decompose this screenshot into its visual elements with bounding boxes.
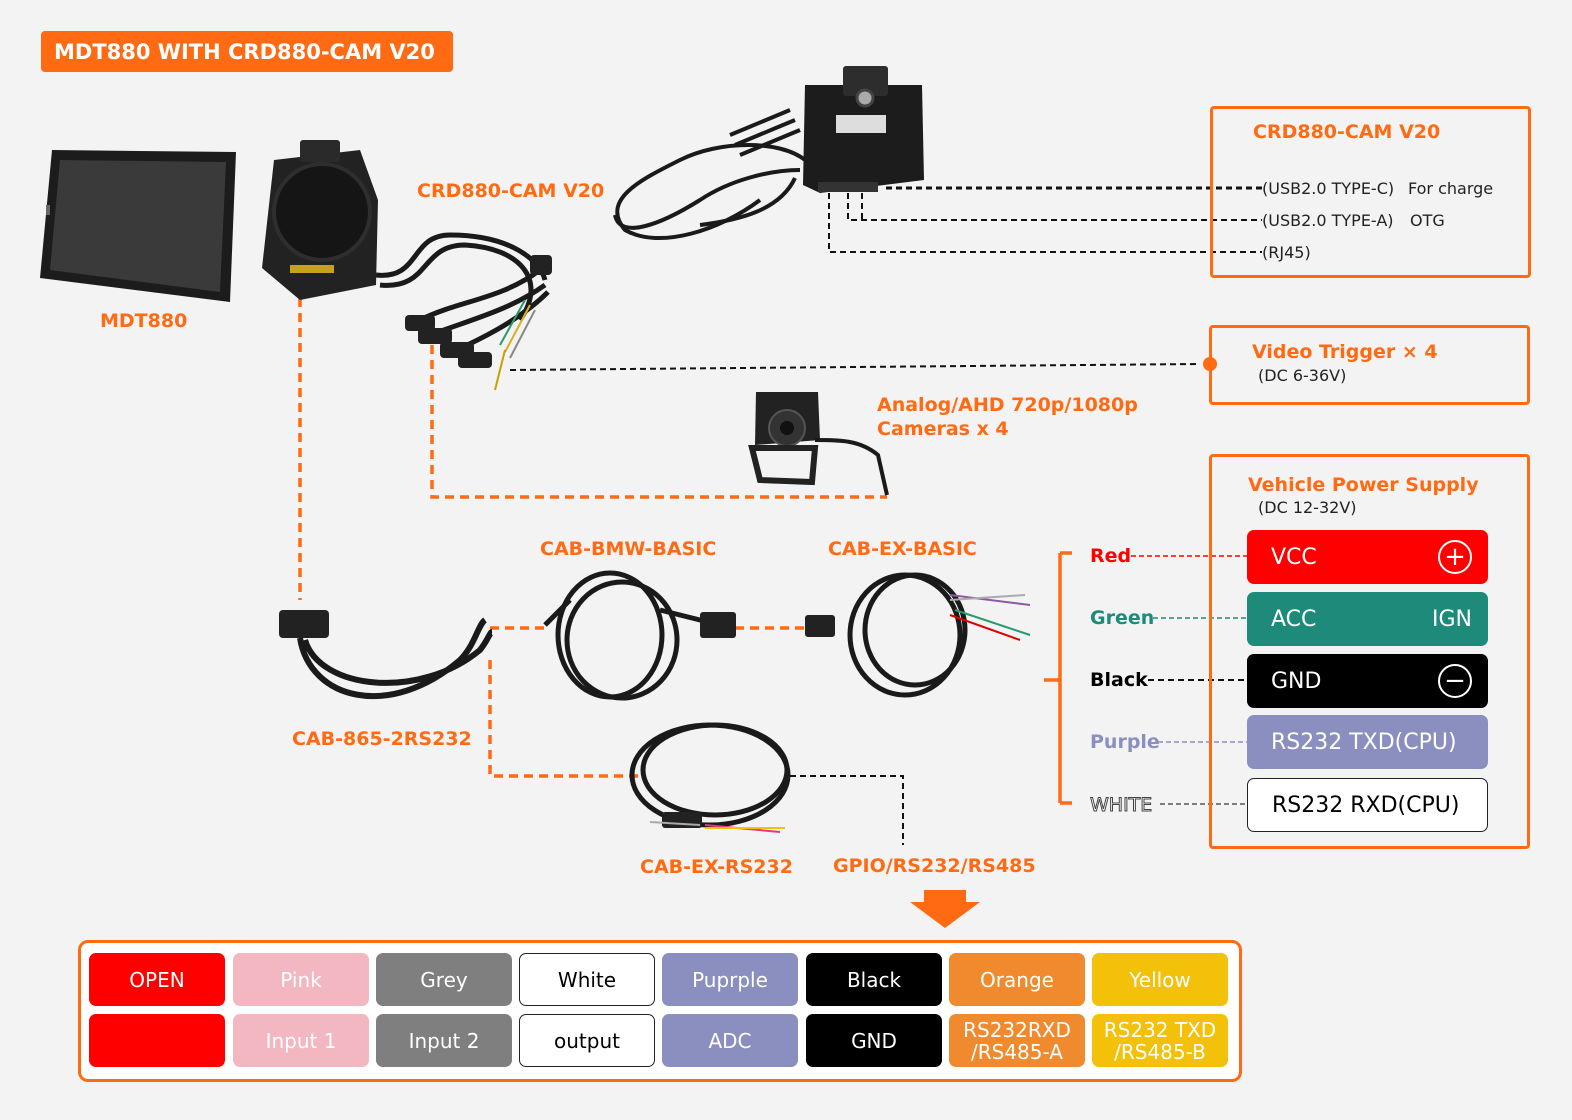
cab-ex-rs232-image <box>629 722 791 828</box>
crd-port-box <box>1210 106 1531 278</box>
cab-865-2rs232-label: CAB-865-2RS232 <box>292 728 472 750</box>
power-row-rs232-txd: RS232 TXD(CPU) <box>1247 715 1488 769</box>
legend-function-cell: Input 1 <box>233 1014 369 1067</box>
cradle-cable-image <box>375 232 550 358</box>
cab-bmw-basic-label: CAB-BMW-BASIC <box>540 538 717 560</box>
power-row-gnd: GND − <box>1247 654 1488 708</box>
gpio-line <box>790 775 904 845</box>
rs232-txd-label: RS232 TXD(CPU) <box>1271 729 1457 755</box>
gnd-label: GND <box>1271 668 1322 694</box>
cab-ex-basic-image <box>805 572 968 698</box>
legend-function-cell: RS232RXD /RS485-A <box>949 1014 1085 1067</box>
video-trigger-range: (DC 6-36V) <box>1258 366 1347 385</box>
ign-label: IGN <box>1432 606 1472 632</box>
cab-bmw-image <box>543 570 736 701</box>
port-rj45-name: (RJ45) <box>1262 243 1311 262</box>
legend-color-cell: Puprple <box>662 953 798 1006</box>
wire-label-black: Black <box>1090 669 1148 691</box>
gpio-label: GPIO/RS232/RS485 <box>833 855 1036 877</box>
minus-icon: − <box>1438 664 1472 698</box>
port-usb-a-purpose: OTG <box>1410 211 1445 230</box>
power-supply-box <box>1209 454 1530 849</box>
wire-label-white: WHITE <box>1089 794 1153 817</box>
port-usb-c-purpose: For charge <box>1408 179 1494 198</box>
legend-function-cell: Input 2 <box>376 1014 512 1067</box>
legend-function-cell: RS232 TXD /RS485-B <box>1092 1014 1228 1067</box>
acc-label: ACC <box>1271 606 1317 632</box>
cab-ex-rs232-label: CAB-EX-RS232 <box>640 856 793 878</box>
legend-color-cell: Grey <box>376 953 512 1006</box>
cradle-image <box>262 140 378 300</box>
video-trigger-title: Video Trigger × 4 <box>1252 341 1438 363</box>
legend-color-cell: OPEN <box>89 953 225 1006</box>
vcc-label: VCC <box>1271 544 1317 570</box>
wire-label-purple: Purple <box>1090 731 1160 753</box>
power-supply-title: Vehicle Power Supply <box>1248 474 1479 496</box>
legend-function-cell: output <box>519 1014 655 1067</box>
legend-color-cell: White <box>519 953 655 1006</box>
crd-cam-label: CRD880-CAM V20 <box>417 180 605 202</box>
cameras-label-line1: Analog/AHD 720p/1080p <box>877 394 1138 416</box>
cradle-back-cable-image <box>613 108 807 240</box>
device-illustrations <box>40 66 1031 928</box>
legend-color-cell: Black <box>806 953 942 1006</box>
legend-color-cell: Yellow <box>1092 953 1228 1006</box>
cradle-connectors-image <box>405 255 552 368</box>
legend-color-cell: Pink <box>233 953 369 1006</box>
wire-label-green: Green <box>1090 607 1155 629</box>
power-supply-range: (DC 12-32V) <box>1258 498 1357 517</box>
mdt880-tablet-image <box>40 150 236 302</box>
power-row-vcc: VCC + <box>1247 530 1488 584</box>
mdt880-label: MDT880 <box>100 310 188 332</box>
camera-image <box>748 392 889 496</box>
legend-function-cell: ADC <box>662 1014 798 1067</box>
cab865-to-ex-rs232-line <box>488 660 640 778</box>
cab-ex-basic-label: CAB-EX-BASIC <box>828 538 977 560</box>
rs232-rxd-label: RS232 RXD(CPU) <box>1272 792 1460 818</box>
legend-function-cell: GND <box>806 1014 942 1067</box>
crd-box-title: CRD880-CAM V20 <box>1253 121 1441 143</box>
camera-link-line <box>430 345 887 499</box>
down-arrow-icon <box>910 890 980 928</box>
power-row-acc: ACC IGN <box>1247 592 1488 646</box>
wire-label-red: Red <box>1090 545 1132 567</box>
legend-color-cell: Orange <box>949 953 1085 1006</box>
cradle-back-image <box>803 66 924 193</box>
cab-865-image <box>279 610 494 699</box>
legend-function-cell <box>89 1014 225 1067</box>
power-row-rs232-rxd: RS232 RXD(CPU) <box>1247 778 1488 832</box>
usb-a-line <box>847 193 1262 221</box>
port-usb-a-name: (USB2.0 TYPE-A) <box>1262 211 1394 230</box>
cameras-label-line2: Cameras x 4 <box>877 418 1009 440</box>
video-trigger-line <box>509 363 1201 371</box>
page-title: MDT880 WITH CRD880-CAM V20 <box>41 31 453 72</box>
port-usb-c-name: (USB2.0 TYPE-C) <box>1262 179 1395 198</box>
plus-icon: + <box>1438 540 1472 574</box>
video-trigger-box <box>1209 325 1530 405</box>
